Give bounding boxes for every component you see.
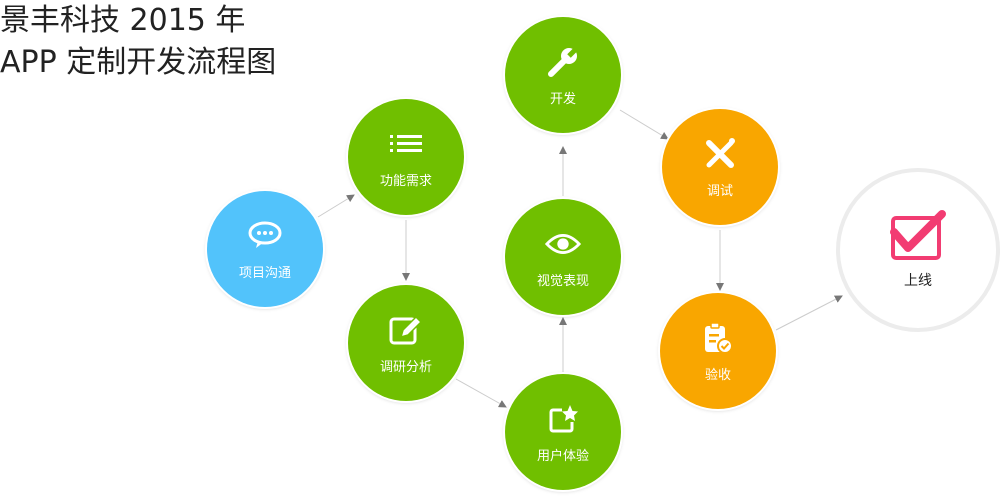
node-label: 开发 [549, 91, 576, 107]
node-acceptance: 验收 [660, 293, 776, 409]
node-label: 验收 [704, 367, 731, 383]
node-communication: 项目沟通 [207, 191, 323, 307]
page-title: 景丰科技 2015 年 APP 定制开发流程图 [0, 0, 276, 84]
title-line-1: 景丰科技 2015 年 [0, 3, 246, 38]
arrow-develop-debug [619, 109, 669, 140]
node-label: 视觉表现 [536, 273, 589, 289]
node-label: 用户体验 [536, 448, 589, 464]
chat-bubble-icon [247, 218, 283, 254]
node-label: 调研分析 [379, 359, 432, 375]
arrow-communication-requirements [317, 194, 355, 218]
title-line-2: APP 定制开发流程图 [0, 45, 277, 80]
node-label: 项目沟通 [238, 265, 291, 281]
node-launch: 上线 [836, 168, 1000, 332]
node-ux: 用户体验 [505, 374, 621, 490]
node-develop: 开发 [505, 17, 621, 133]
node-label: 调试 [706, 183, 733, 199]
arrow-research-ux [455, 378, 507, 408]
node-debug: 调试 [662, 109, 778, 225]
node-label: 上线 [904, 273, 932, 289]
eye-icon [545, 226, 581, 262]
edit-icon [388, 312, 424, 348]
wrench-icon [545, 44, 581, 80]
node-research: 调研分析 [348, 285, 464, 401]
node-visual: 视觉表现 [505, 199, 621, 315]
checkbox-icon [890, 210, 946, 260]
node-label: 功能需求 [379, 173, 432, 189]
list-icon [388, 126, 424, 162]
star-box-icon [545, 401, 581, 437]
node-requirements: 功能需求 [348, 99, 464, 215]
clipboard-check-icon [700, 320, 736, 356]
arrow-acceptance-launch [775, 295, 843, 331]
tools-icon [702, 136, 738, 172]
